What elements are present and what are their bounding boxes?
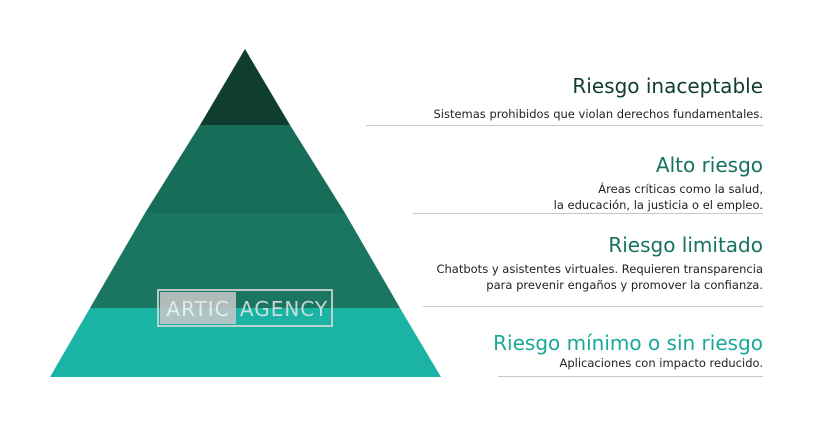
level-desc-limited: Chatbots y asistentes virtuales. Requier… xyxy=(436,262,763,292)
pyramid-tier-unacceptable xyxy=(200,49,290,125)
pyramid-tier-high xyxy=(145,125,345,213)
logo-text-artic: ARTIC xyxy=(166,297,229,321)
level-title-high: Alto riesgo xyxy=(655,153,763,177)
level-title-unacceptable: Riesgo inaceptable xyxy=(572,74,763,98)
pyramid-tier-minimal xyxy=(50,308,441,377)
divider-high xyxy=(413,213,763,214)
level-high: Alto riesgo Áreas críticas como la salud… xyxy=(554,153,763,213)
level-desc-high: Áreas críticas como la salud, la educaci… xyxy=(553,182,763,212)
level-desc-unacceptable: Sistemas prohibidos que violan derechos … xyxy=(433,107,763,121)
level-title-minimal: Riesgo mínimo o sin riesgo xyxy=(493,331,763,355)
artic-agency-logo: ARTIC AGENCY xyxy=(157,289,333,327)
level-desc-minimal: Aplicaciones con impacto reducido. xyxy=(559,356,763,370)
level-minimal: Riesgo mínimo o sin riesgo Aplicaciones … xyxy=(493,331,763,371)
divider-unacceptable xyxy=(366,125,763,126)
level-limited: Riesgo limitado Chatbots y asistentes vi… xyxy=(436,233,763,293)
level-unacceptable: Riesgo inaceptable Sistemas prohibidos q… xyxy=(433,74,763,122)
pyramid-tier-limited xyxy=(90,213,400,308)
divider-limited xyxy=(423,306,763,307)
level-title-limited: Riesgo limitado xyxy=(608,233,763,257)
logo-text-agency: AGENCY xyxy=(240,297,328,321)
risk-pyramid: ARTIC AGENCY xyxy=(50,49,441,377)
divider-minimal xyxy=(498,376,763,377)
